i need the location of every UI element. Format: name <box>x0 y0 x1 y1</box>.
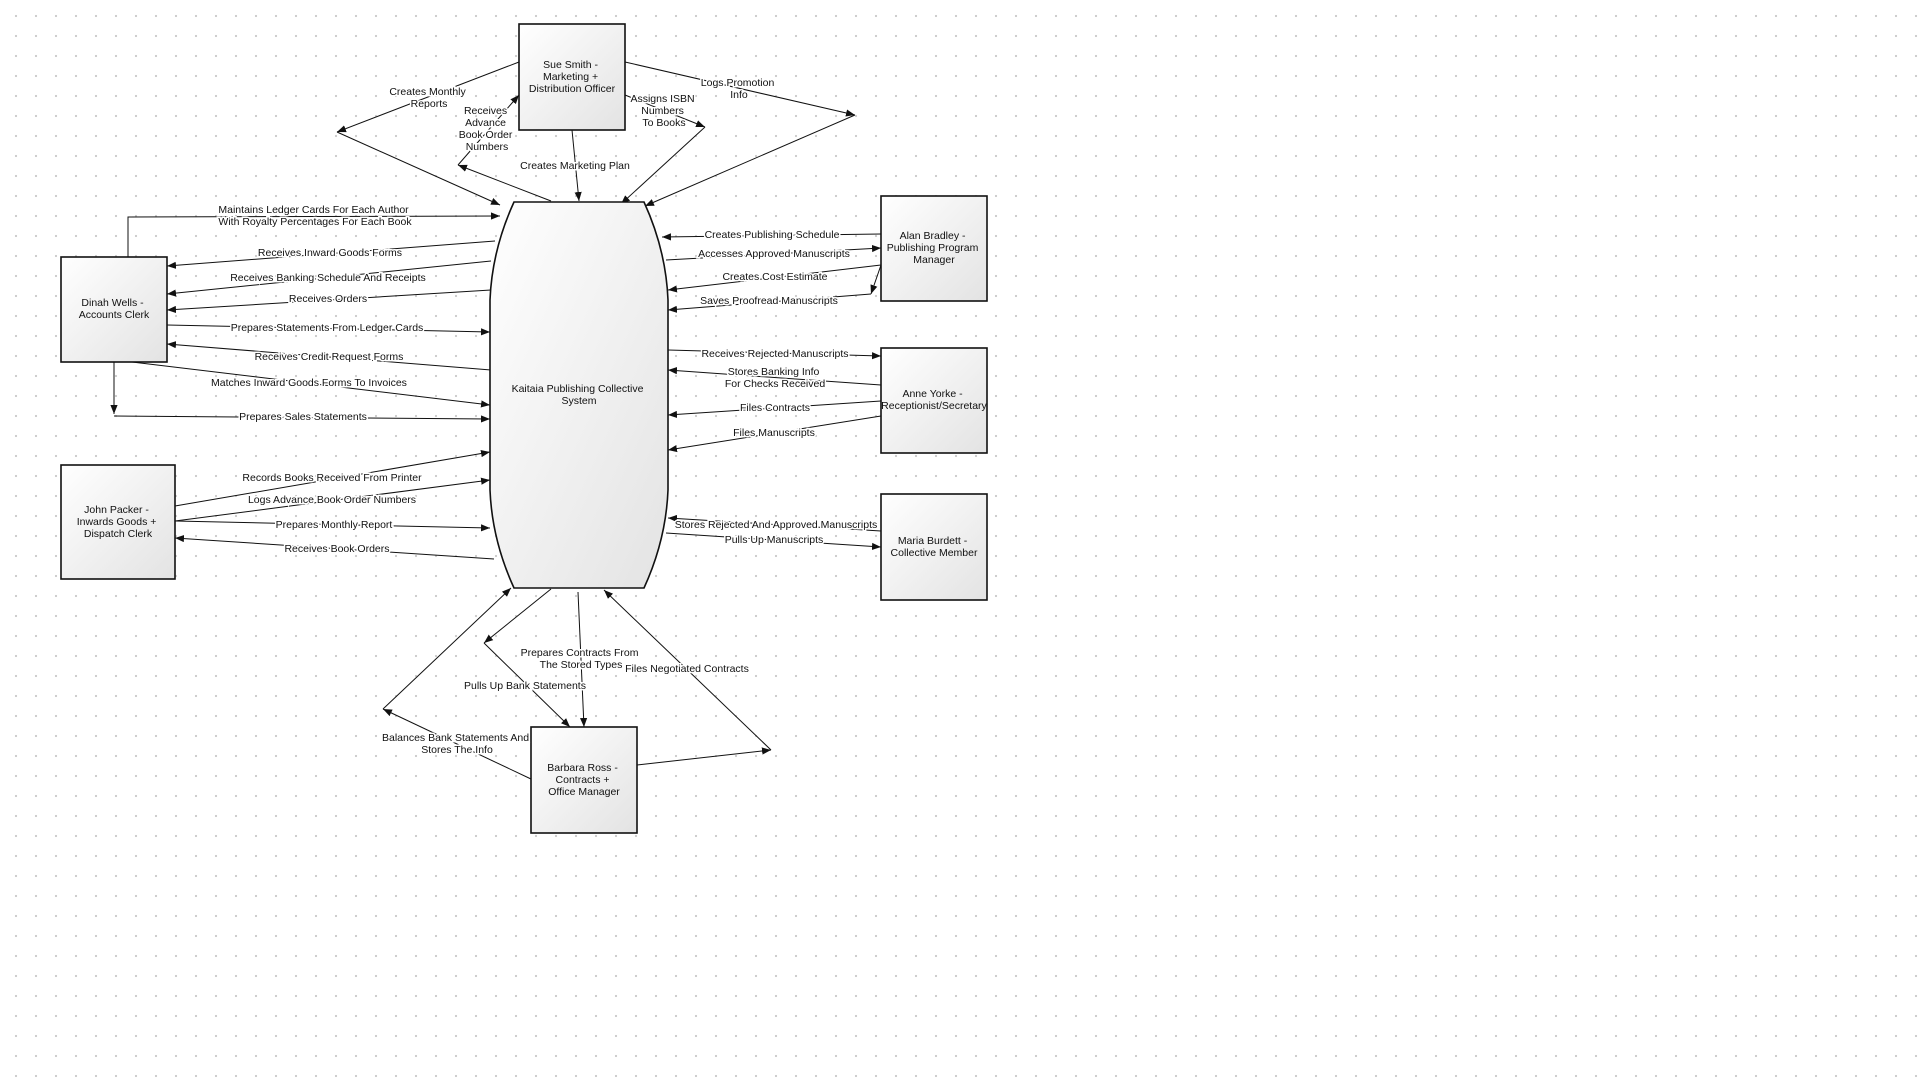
flow-label: Prepares Contracts From The Stored Types <box>521 647 642 671</box>
flow-label: Stores Banking Info For Checks Received <box>725 366 826 390</box>
flow-label: Pulls Up Manuscripts <box>725 534 824 546</box>
flow-label: Receives Credit Request Forms <box>255 351 404 363</box>
entity-label: Anne Yorke - Receptionist/Secretary <box>881 388 987 412</box>
flow-label: Creates Monthly Reports <box>389 86 468 110</box>
entity-label: Maria Burdett - Collective Member <box>891 535 978 559</box>
entity-alan-bradley[interactable]: Alan Bradley - Publishing Program Manage… <box>880 195 988 302</box>
flow-label: Receives Book Orders <box>284 543 389 555</box>
flow-label: Balances Bank Statements And Stores The … <box>382 732 532 756</box>
flow-label: Saves Proofread Manuscripts <box>700 295 838 307</box>
entity-label: John Packer - Inwards Goods + Dispatch C… <box>77 504 160 540</box>
flow-label: Logs Promotion Info <box>701 77 777 101</box>
entity-john-packer[interactable]: John Packer - Inwards Goods + Dispatch C… <box>60 464 176 580</box>
flow-label: Files Contracts <box>740 402 810 414</box>
flow-label: Creates Publishing Schedule <box>705 229 840 241</box>
flow-label: Receives Rejected Manuscripts <box>701 348 848 360</box>
flow-label: Creates Marketing Plan <box>520 160 630 172</box>
flow-label: Receives Advance Book Order Numbers <box>459 105 516 153</box>
entity-label: Barbara Ross - Contracts + Office Manage… <box>547 762 621 798</box>
system-process[interactable]: Kaitaia Publishing Collective System <box>489 201 669 589</box>
flow-label: Records Books Received From Printer <box>242 472 422 484</box>
flow-label: Files Manuscripts <box>733 427 815 439</box>
flow-label: Accesses Approved Manuscripts <box>698 248 850 260</box>
flow-label: Creates Cost Estimate <box>722 271 827 283</box>
entity-sue-smith[interactable]: Sue Smith - Marketing + Distribution Off… <box>518 23 626 131</box>
flow-label: Prepares Monthly Report <box>276 519 393 531</box>
flow-label: Logs Advance Book Order Numbers <box>248 494 416 506</box>
flow-label: Receives Inward Goods Forms <box>258 247 402 259</box>
entity-dinah-wells[interactable]: Dinah Wells - Accounts Clerk <box>60 256 168 363</box>
system-label: Kaitaia Publishing Collective System <box>512 383 647 407</box>
flow-label: Stores Rejected And Approved Manuscripts <box>675 519 878 531</box>
context-diagram: Kaitaia Publishing Collective System Sue… <box>60 23 988 834</box>
flow-labels: Creates Monthly Reports Receives Advance… <box>210 76 879 758</box>
entity-barbara-ross[interactable]: Barbara Ross - Contracts + Office Manage… <box>530 726 638 834</box>
flow-label: Matches Inward Goods Forms To Invoices <box>211 377 407 389</box>
entity-label: Alan Bradley - Publishing Program Manage… <box>887 230 982 266</box>
flow-label: Files Negotiated Contracts <box>625 663 749 675</box>
entity-label: Dinah Wells - Accounts Clerk <box>79 297 150 321</box>
entity-label: Sue Smith - Marketing + Distribution Off… <box>529 59 616 95</box>
flow-label: Receives Banking Schedule And Receipts <box>230 272 426 284</box>
flow-label: Assigns ISBN Numbers To Books <box>630 93 697 129</box>
flow-label: Receives Orders <box>289 293 367 305</box>
flow-label: Prepares Sales Statements <box>239 411 367 423</box>
flow-label: Prepares Statements From Ledger Cards <box>231 322 424 334</box>
entity-maria-burdett[interactable]: Maria Burdett - Collective Member <box>880 493 988 601</box>
flow-label: Maintains Ledger Cards For Each Author W… <box>218 204 412 228</box>
entity-anne-yorke[interactable]: Anne Yorke - Receptionist/Secretary <box>880 347 988 454</box>
flow-label: Pulls Up Bank Statements <box>464 680 586 692</box>
flow-edges <box>110 61 882 780</box>
